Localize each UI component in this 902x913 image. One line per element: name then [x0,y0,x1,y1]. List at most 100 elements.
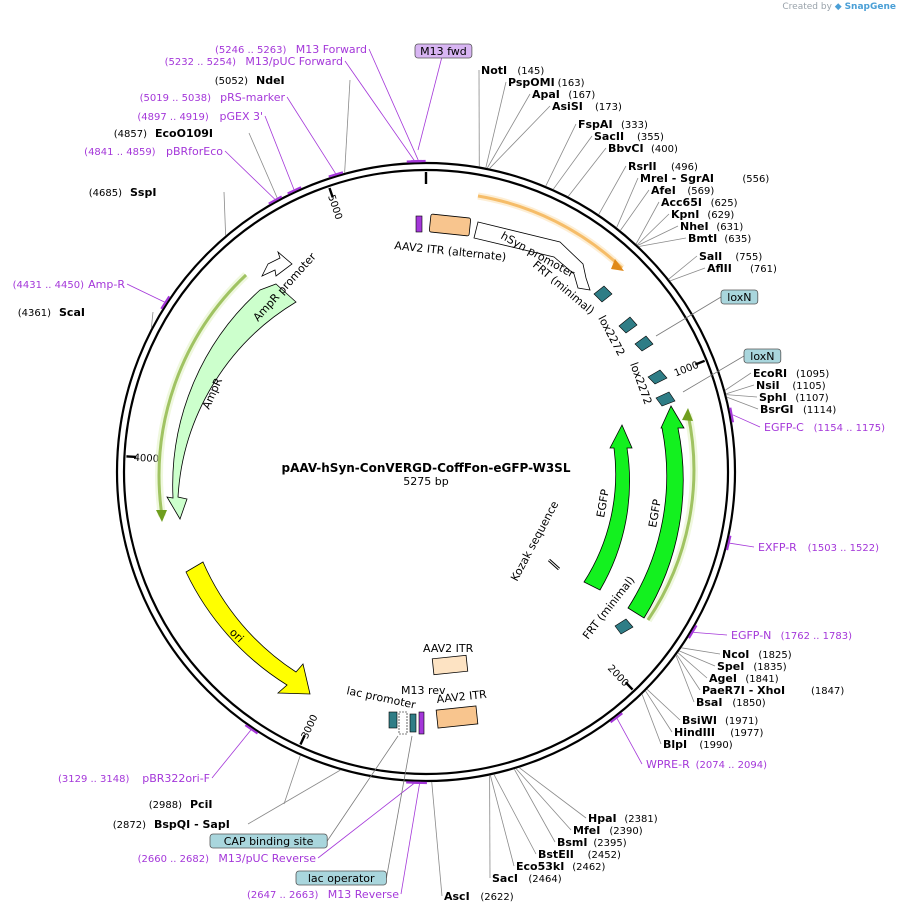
feature-loxN-2[interactable] [655,391,676,407]
feature-aav2-itr-2-block[interactable] [435,705,479,729]
site-pcii[interactable]: (2988)PciI [149,798,213,811]
site-saci[interactable]: SacI(2464) [492,872,562,885]
boxed-label-box [295,870,387,886]
site-leader-sspi [223,191,227,236]
site-bsai[interactable]: BsaI(1850) [696,696,766,709]
site-mfei[interactable]: MfeI(2390) [573,824,643,837]
primer-prs-marker[interactable]: pRS-marker(5019 .. 5038) [140,91,344,178]
site-position: (333) [621,120,648,131]
feature-loxN-1[interactable] [634,335,654,352]
site-ndei[interactable]: (5052)NdeI [215,74,285,87]
feature-lox2272-2[interactable] [647,369,668,385]
site-pspomi[interactable]: PspOMI(163) [508,76,585,89]
site-aflii[interactable]: AflII(761) [707,262,777,275]
boxed-label-loxn[interactable]: loxN [682,348,782,393]
feature-cap-site-block[interactable] [388,711,398,729]
site-leader-kpni [636,213,670,246]
plasmid-length: 5275 bp [403,475,448,488]
site-sspi[interactable]: (4685)SspI [89,186,157,199]
primer-amp-r[interactable]: Amp-R(4431 .. 4450) [13,278,171,310]
site-bmti[interactable]: BmtI(635) [688,232,751,245]
site-name: BstEII [538,848,574,861]
primer-pbrforeco[interactable]: pBRforEco(4841 .. 4859) [84,145,283,205]
site-bspqi-sapi[interactable]: (2872)BspQI - SapI [113,818,230,831]
site-bsmi[interactable]: BsmI(2395) [557,836,627,849]
boxed-label-lac-operator[interactable]: lac operator [295,735,413,886]
site-acc65i[interactable]: Acc65I(625) [661,196,738,209]
feature-aav2-itr-1-block[interactable] [431,654,469,676]
boxed-label-text: loxN [727,291,751,304]
site-fspai[interactable]: FspAI(333) [578,118,648,131]
site-hindiii[interactable]: HindIII(1977) [674,726,764,739]
site-position: (145) [517,66,544,77]
site-position: (2464) [528,874,561,885]
site-hpai[interactable]: HpaI(2381) [588,812,658,825]
site-kpni[interactable]: KpnI(629) [671,208,734,221]
feature-egfp-outer-arrow[interactable] [627,405,685,619]
boxed-label-cap-binding-site[interactable]: CAP binding site [209,735,399,849]
primer-egfp-c[interactable]: EGFP-C(1154 .. 1175) [729,407,885,434]
feature-frt-minimal-2[interactable] [614,618,634,635]
feature-lac-operator-block[interactable] [409,713,417,733]
primer-name: pBRforEco [166,145,223,158]
site-rsrii[interactable]: RsrII(496) [628,160,698,173]
tick-label: 3000 [300,713,321,741]
site-noti[interactable]: NotI(145) [481,64,544,77]
site-paer7i-xhoi[interactable]: PaeR7I - XhoI(1847) [702,684,844,697]
boxed-label-loxn[interactable]: loxN [655,289,759,337]
primer-m13-forward[interactable]: M13 Forward(5246 .. 5263) [215,43,426,163]
site-bsrgi[interactable]: BsrGI(1114) [760,403,836,416]
site-sacii[interactable]: SacII(355) [594,130,664,143]
primer-m13-puc-forward[interactable]: M13/pUC Forward(5232 .. 5254) [165,55,422,163]
site-blpi[interactable]: BlpI(1990) [663,738,733,751]
site-name: BsiWI [682,714,717,727]
site-asci[interactable]: AscI(2622) [444,890,514,903]
site-bsiwi[interactable]: BsiWI(1971) [682,714,758,727]
feature-frt-minimal-1[interactable] [593,285,613,303]
site-spei[interactable]: SpeI(1835) [717,660,787,673]
feature-ampr-promoter-arrow[interactable] [261,250,293,277]
site-ncoi[interactable]: NcoI(1825) [722,648,792,661]
site-leader-asisi [489,105,551,169]
primer-wpre-r[interactable]: WPRE-R(2074 .. 2094) [609,712,768,771]
site-name: NsiI [756,379,780,392]
site-sali[interactable]: SalI(755) [699,250,762,263]
site-bsteii[interactable]: BstEII(2452) [538,848,621,861]
site-nhei[interactable]: NheI(631) [680,220,743,233]
site-leader-aflii [669,267,706,282]
site-sphi[interactable]: SphI(1107) [759,391,829,404]
feature-egfp-inner-arrow[interactable] [583,424,633,591]
site-apai[interactable]: ApaI(167) [532,88,595,101]
primer-leader [286,96,336,174]
site-agei[interactable]: AgeI(1841) [709,672,779,685]
feature-m13-rev-mark[interactable] [418,711,425,735]
boxed-label-m13-fwd[interactable]: M13 fwd [414,43,473,151]
site-ecori[interactable]: EcoRI(1095) [753,367,829,380]
primer-pbr322ori-f[interactable]: pBR322ori-F(3129 .. 3148) [58,724,259,785]
site-position: (1990) [699,740,732,751]
primer-pgex-3[interactable]: pGEX 3'(4897 .. 4919) [137,110,302,195]
feature-lac-promoter-block[interactable] [398,711,408,735]
primer-exfp-r[interactable]: EXFP-R(1503 .. 1522) [725,535,879,554]
site-asisi[interactable]: AsiSI(173) [552,100,622,113]
site-eco53ki[interactable]: Eco53kI(2462) [516,860,606,873]
feature-lox2272-1[interactable] [618,316,638,334]
site-name: PaeR7I - XhoI [702,684,785,697]
site-position: (1095) [796,369,829,380]
feature-hsyn-promoter-arrow[interactable] [473,221,591,291]
feature-label-lox2272-1: lox2272 [595,313,627,358]
site-bbvci[interactable]: BbvCI(400) [608,142,678,155]
site-ecoo109i[interactable]: (4857)EcoO109I [114,127,213,140]
feature-ori-arrow[interactable] [185,561,311,695]
site-mrei-sgrai[interactable]: MreI - SgrAI(556) [640,172,769,185]
primer-m13-reverse[interactable]: M13 Reverse(2647 .. 2663) [247,781,427,901]
primer-egfp-n[interactable]: EGFP-N(1762 .. 1783) [687,624,852,642]
site-name: ApaI [532,88,560,101]
site-scai[interactable]: (4361)ScaI [18,306,85,319]
feature-ampr-arrow[interactable] [166,283,297,520]
site-nsii[interactable]: NsiI(1105) [756,379,826,392]
site-leader-pspomi [485,81,507,168]
feature-label-aav2-itr-alternate: AAV2 ITR (alternate) [394,239,507,264]
site-afei[interactable]: AfeI(569) [651,184,714,197]
feature-aav2-itr-alt-block[interactable] [428,213,472,237]
